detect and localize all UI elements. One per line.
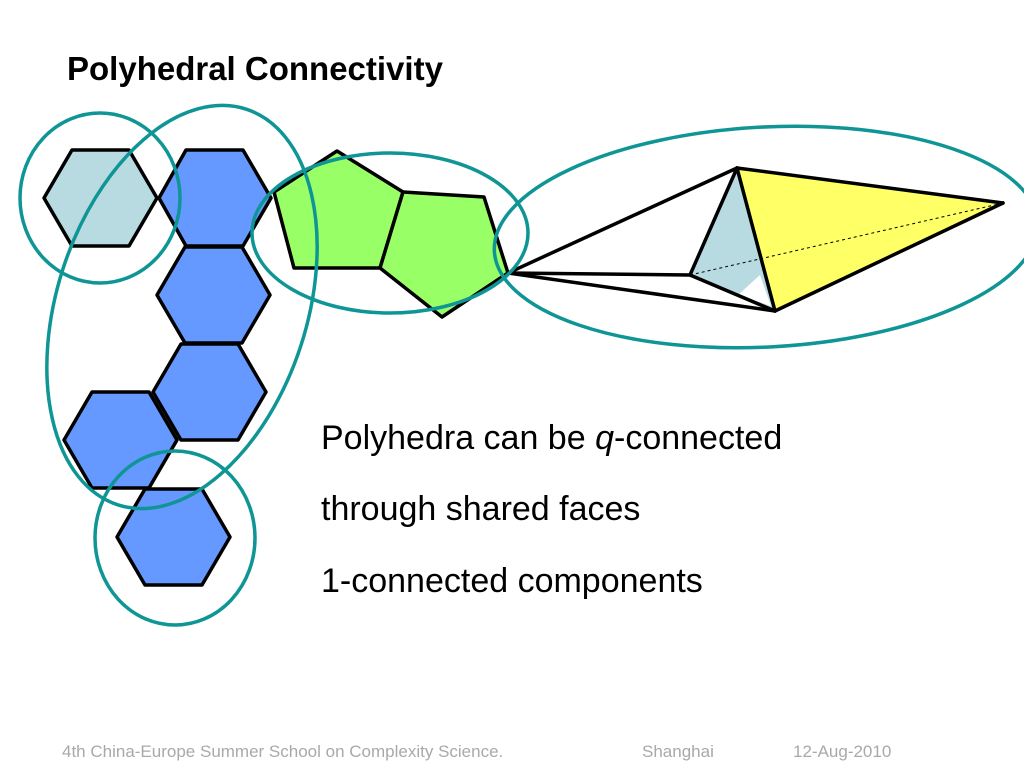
polyhedral-connectivity-diagram: [18, 103, 1024, 627]
slide-title: Polyhedral Connectivity: [67, 50, 443, 87]
blue-hexagon: [151, 342, 268, 442]
component-ellipse: [93, 449, 257, 627]
text-line-shared-faces: through shared faces: [321, 490, 641, 528]
footer-date: 12-Aug-2010: [793, 742, 892, 761]
text-line1-start: Polyhedra can be: [321, 419, 596, 457]
blue-hexagon: [115, 487, 232, 587]
footer-event: 4th China-Europe Summer School on Comple…: [62, 742, 504, 761]
component-ellipse: [18, 111, 182, 285]
tetrahedron-white-facet: [738, 275, 771, 306]
footer-place: Shanghai: [642, 742, 714, 761]
blue-hexagon: [155, 245, 272, 345]
blue-hexagon: [157, 148, 273, 248]
text-line1-end: -connected: [614, 419, 783, 457]
q-variable: q: [595, 419, 614, 457]
component-ellipse: [492, 124, 1024, 350]
light-hexagon: [42, 148, 159, 248]
tetrahedron-yellow-face: [737, 168, 1003, 311]
text-line-q-connected: Polyhedra can be q-connected: [321, 419, 782, 458]
tetrahedron-light-face: [690, 168, 775, 311]
blue-hexagon: [62, 390, 179, 490]
component-ellipse: [45, 103, 319, 511]
text-line-components: 1-connected components: [321, 562, 703, 600]
tetrahedron-edges: [506, 166, 1005, 313]
component-ellipse: [250, 151, 530, 315]
green-pentagon: [378, 190, 510, 319]
